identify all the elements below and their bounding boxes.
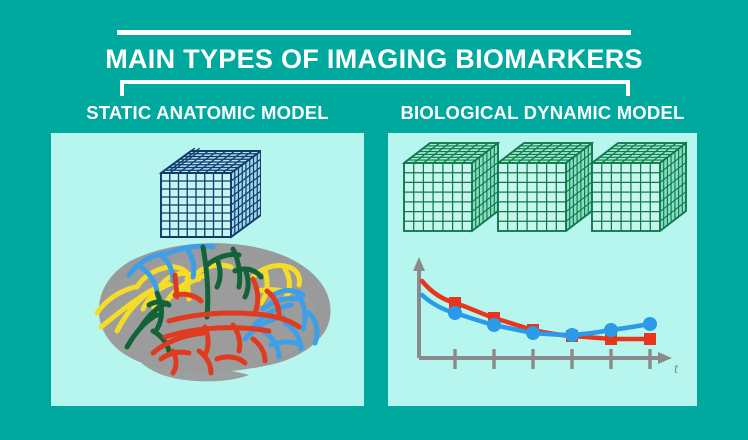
column-title-biological-dynamic: BIOLOGICAL DYNAMIC MODEL bbox=[400, 102, 685, 123]
page-title: MAIN TYPES OF IMAGING BIOMARKERS bbox=[105, 44, 643, 74]
voxel-cube-blue-icon bbox=[158, 147, 261, 239]
top-rule-divider bbox=[117, 30, 631, 35]
decay-curve-chart bbox=[413, 257, 672, 369]
title-bracket bbox=[120, 80, 630, 96]
y-axis-arrow bbox=[413, 257, 425, 271]
panel-biological-dynamic: t bbox=[388, 133, 697, 406]
chart-axes bbox=[417, 269, 660, 360]
column-title-static-anatomic: STATIC ANATOMIC MODEL bbox=[86, 102, 329, 123]
series-blue-markers bbox=[448, 306, 657, 342]
voxel-cube-green-group bbox=[403, 142, 687, 232]
voxel-cube-green-3 bbox=[591, 142, 687, 232]
x-axis-label: t bbox=[674, 361, 679, 377]
brain-lateral-view-illustration bbox=[94, 243, 331, 382]
x-axis-ticks bbox=[453, 349, 652, 369]
x-axis-arrow bbox=[658, 352, 672, 364]
voxel-cube-green-1 bbox=[403, 142, 499, 232]
voxel-cube-green-2 bbox=[497, 142, 593, 232]
panel-static-anatomic bbox=[51, 133, 364, 406]
